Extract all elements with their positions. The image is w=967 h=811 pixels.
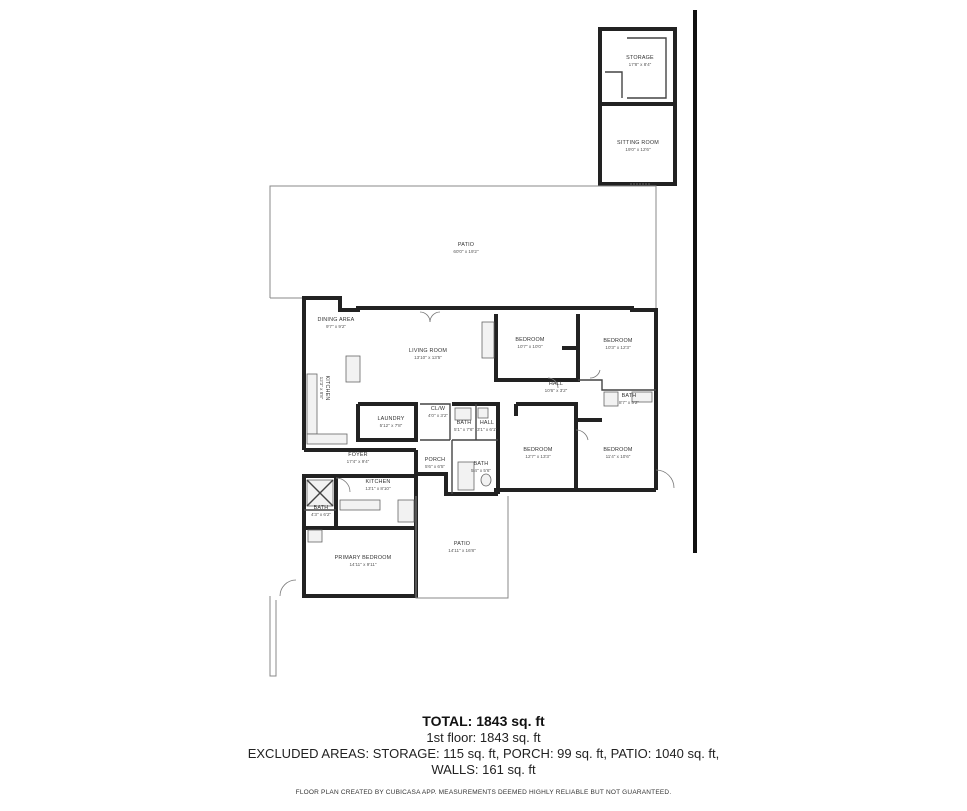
svg-text:8'7" x 5'2": 8'7" x 5'2" — [619, 400, 639, 405]
room-label-bath2: BATH — [457, 420, 472, 426]
room-labels: STORAGE 17'8" x 8'4" SITTING ROOM 19'0" … — [311, 55, 659, 567]
svg-text:12'3" x 8'8": 12'3" x 8'8" — [319, 377, 324, 400]
svg-text:13'1" x 8'10": 13'1" x 8'10" — [365, 486, 391, 491]
room-label-kitchen2: KITCHEN — [365, 479, 390, 485]
room-label-storage: STORAGE — [626, 55, 654, 61]
patio-outline-front — [415, 496, 509, 599]
svg-text:11'4" x 10'6": 11'4" x 10'6" — [606, 454, 631, 459]
svg-text:17'4" x 9'4": 17'4" x 9'4" — [347, 459, 370, 464]
svg-text:5'12" x 7'8": 5'12" x 7'8" — [380, 423, 403, 428]
room-label-sitting: SITTING ROOM — [617, 140, 659, 146]
room-label-hall2: HALL — [480, 420, 494, 426]
main-house — [302, 296, 675, 496]
room-label-bath3: BATH — [474, 461, 489, 467]
room-label-laundry: LAUNDRY — [377, 416, 404, 422]
room-label-primary: PRIMARY BEDROOM — [335, 555, 392, 561]
room-label-patio2: PATIO — [454, 541, 470, 547]
svg-text:10'3" x 12'3": 10'3" x 12'3" — [605, 345, 631, 350]
total-area: TOTAL: 1843 sq. ft — [422, 713, 545, 729]
first-floor-area: 1st floor: 1843 sq. ft — [426, 730, 541, 745]
room-label-living: LIVING ROOM — [409, 348, 447, 354]
walls-area: WALLS: 161 sq. ft — [431, 762, 536, 777]
svg-text:5'4" x 5'6": 5'4" x 5'6" — [471, 468, 491, 473]
room-label-patio: PATIO — [458, 242, 474, 248]
room-label-kitchen: KITCHEN — [324, 375, 330, 400]
svg-text:3'1" x 6'1": 3'1" x 6'1" — [477, 427, 497, 432]
room-label-dining: DINING AREA — [318, 317, 355, 323]
room-label-bedroom2: BEDROOM — [603, 338, 633, 344]
room-label-hall: HALL — [549, 381, 563, 387]
svg-text:13'10" x 13'5": 13'10" x 13'5" — [414, 355, 442, 360]
outbuilding — [598, 27, 677, 186]
room-label-closet: CL/W — [431, 406, 446, 412]
svg-text:4'3" x 6'2": 4'3" x 6'2" — [311, 512, 331, 517]
svg-text:10'6" x 3'2": 10'6" x 3'2" — [545, 388, 568, 393]
entry-walk-outline — [269, 596, 277, 677]
room-label-bath1: BATH — [622, 393, 637, 399]
room-label-bedroom1: BEDROOM — [515, 337, 545, 343]
svg-text:10'7" x 10'0": 10'7" x 10'0" — [517, 344, 543, 349]
svg-text:9'7" x 9'2": 9'7" x 9'2" — [326, 324, 346, 329]
svg-text:60'0" x 19'2": 60'0" x 19'2" — [453, 249, 479, 254]
svg-text:19'0" x 12'6": 19'0" x 12'6" — [625, 147, 651, 152]
svg-text:17'8" x 8'4": 17'8" x 8'4" — [629, 62, 652, 67]
room-label-bedroom4: BEDROOM — [603, 447, 633, 453]
room-label-porch: PORCH — [425, 457, 445, 463]
excluded-areas: EXCLUDED AREAS: STORAGE: 115 sq. ft, POR… — [247, 746, 720, 761]
svg-text:5'6" x 6'5": 5'6" x 6'5" — [425, 464, 445, 469]
patio-outline — [269, 185, 657, 308]
svg-text:12'7" x 13'3": 12'7" x 13'3" — [525, 454, 551, 459]
svg-text:14'11" x 9'11": 14'11" x 9'11" — [349, 562, 376, 567]
primary-wing — [279, 474, 418, 598]
room-label-bedroom3: BEDROOM — [523, 447, 553, 453]
room-label-bath4: BATH — [314, 505, 329, 511]
svg-text:4'0" x 3'2": 4'0" x 3'2" — [428, 413, 448, 418]
footer-disclaimer: FLOOR PLAN CREATED BY CUBICASA APP. MEAS… — [295, 789, 672, 796]
room-label-foyer: FOYER — [348, 452, 368, 458]
svg-text:14'11" x 16'8": 14'11" x 16'8" — [448, 548, 476, 553]
floor-plan: STORAGE 17'8" x 8'4" SITTING ROOM 19'0" … — [269, 10, 697, 677]
svg-text:5'1" x 7'6": 5'1" x 7'6" — [454, 427, 474, 432]
